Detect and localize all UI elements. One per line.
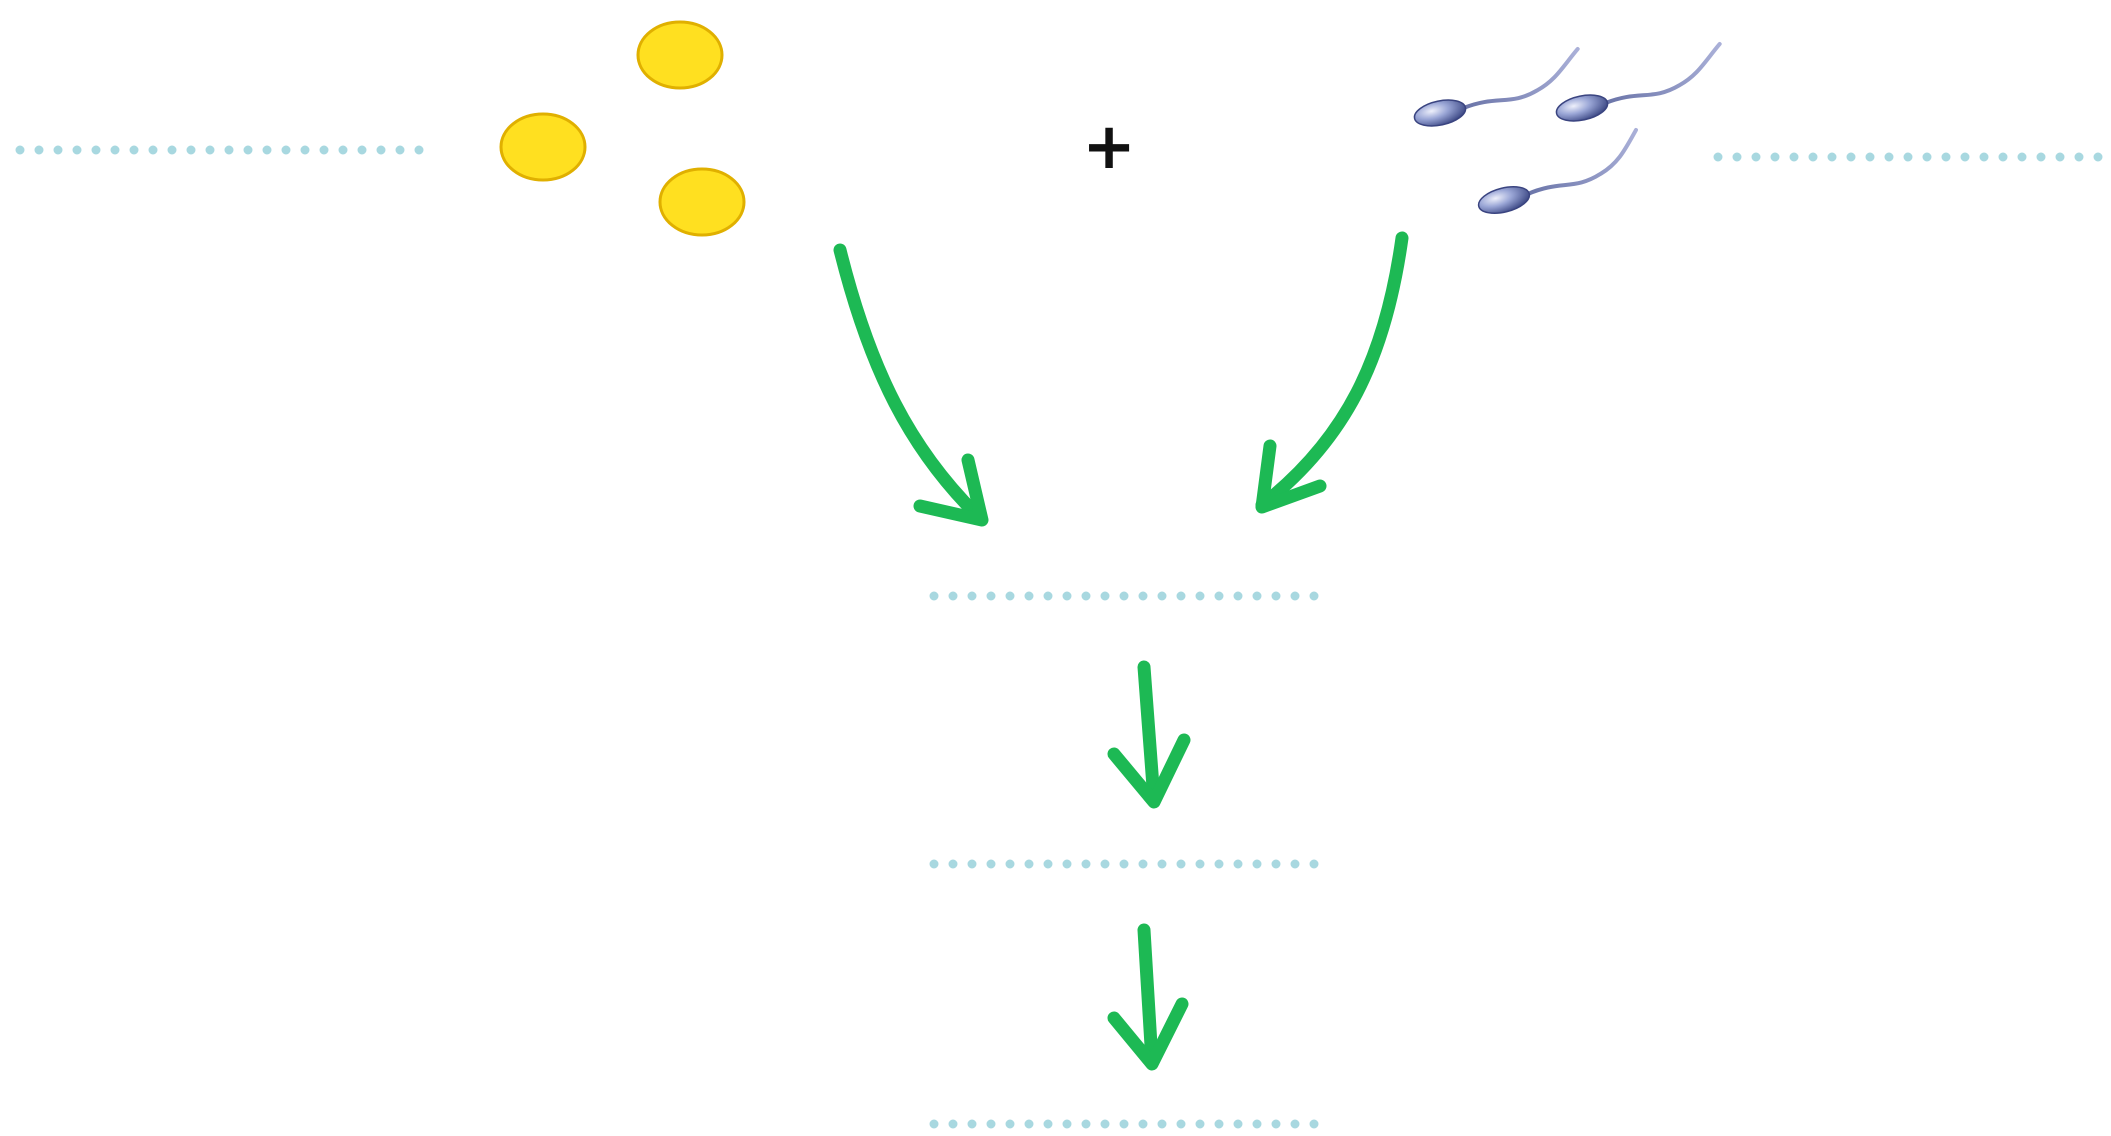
sperm-cell — [1555, 41, 1722, 122]
egg-cell — [499, 112, 587, 182]
plus-operator: + — [1082, 110, 1136, 184]
egg-cell — [658, 167, 746, 237]
arrow-zygote-to-embryo — [1107, 660, 1191, 809]
arrow-embryo-to-organism — [1107, 923, 1189, 1071]
sperm-cell — [1413, 46, 1580, 127]
egg-cell — [636, 20, 724, 90]
sperm-cells — [1413, 41, 1722, 214]
egg-cells — [499, 20, 746, 237]
arrow-egg-to-zygote — [833, 243, 989, 527]
arrow-sperm-to-zygote — [1255, 231, 1409, 514]
sperm-cell — [1477, 127, 1638, 214]
